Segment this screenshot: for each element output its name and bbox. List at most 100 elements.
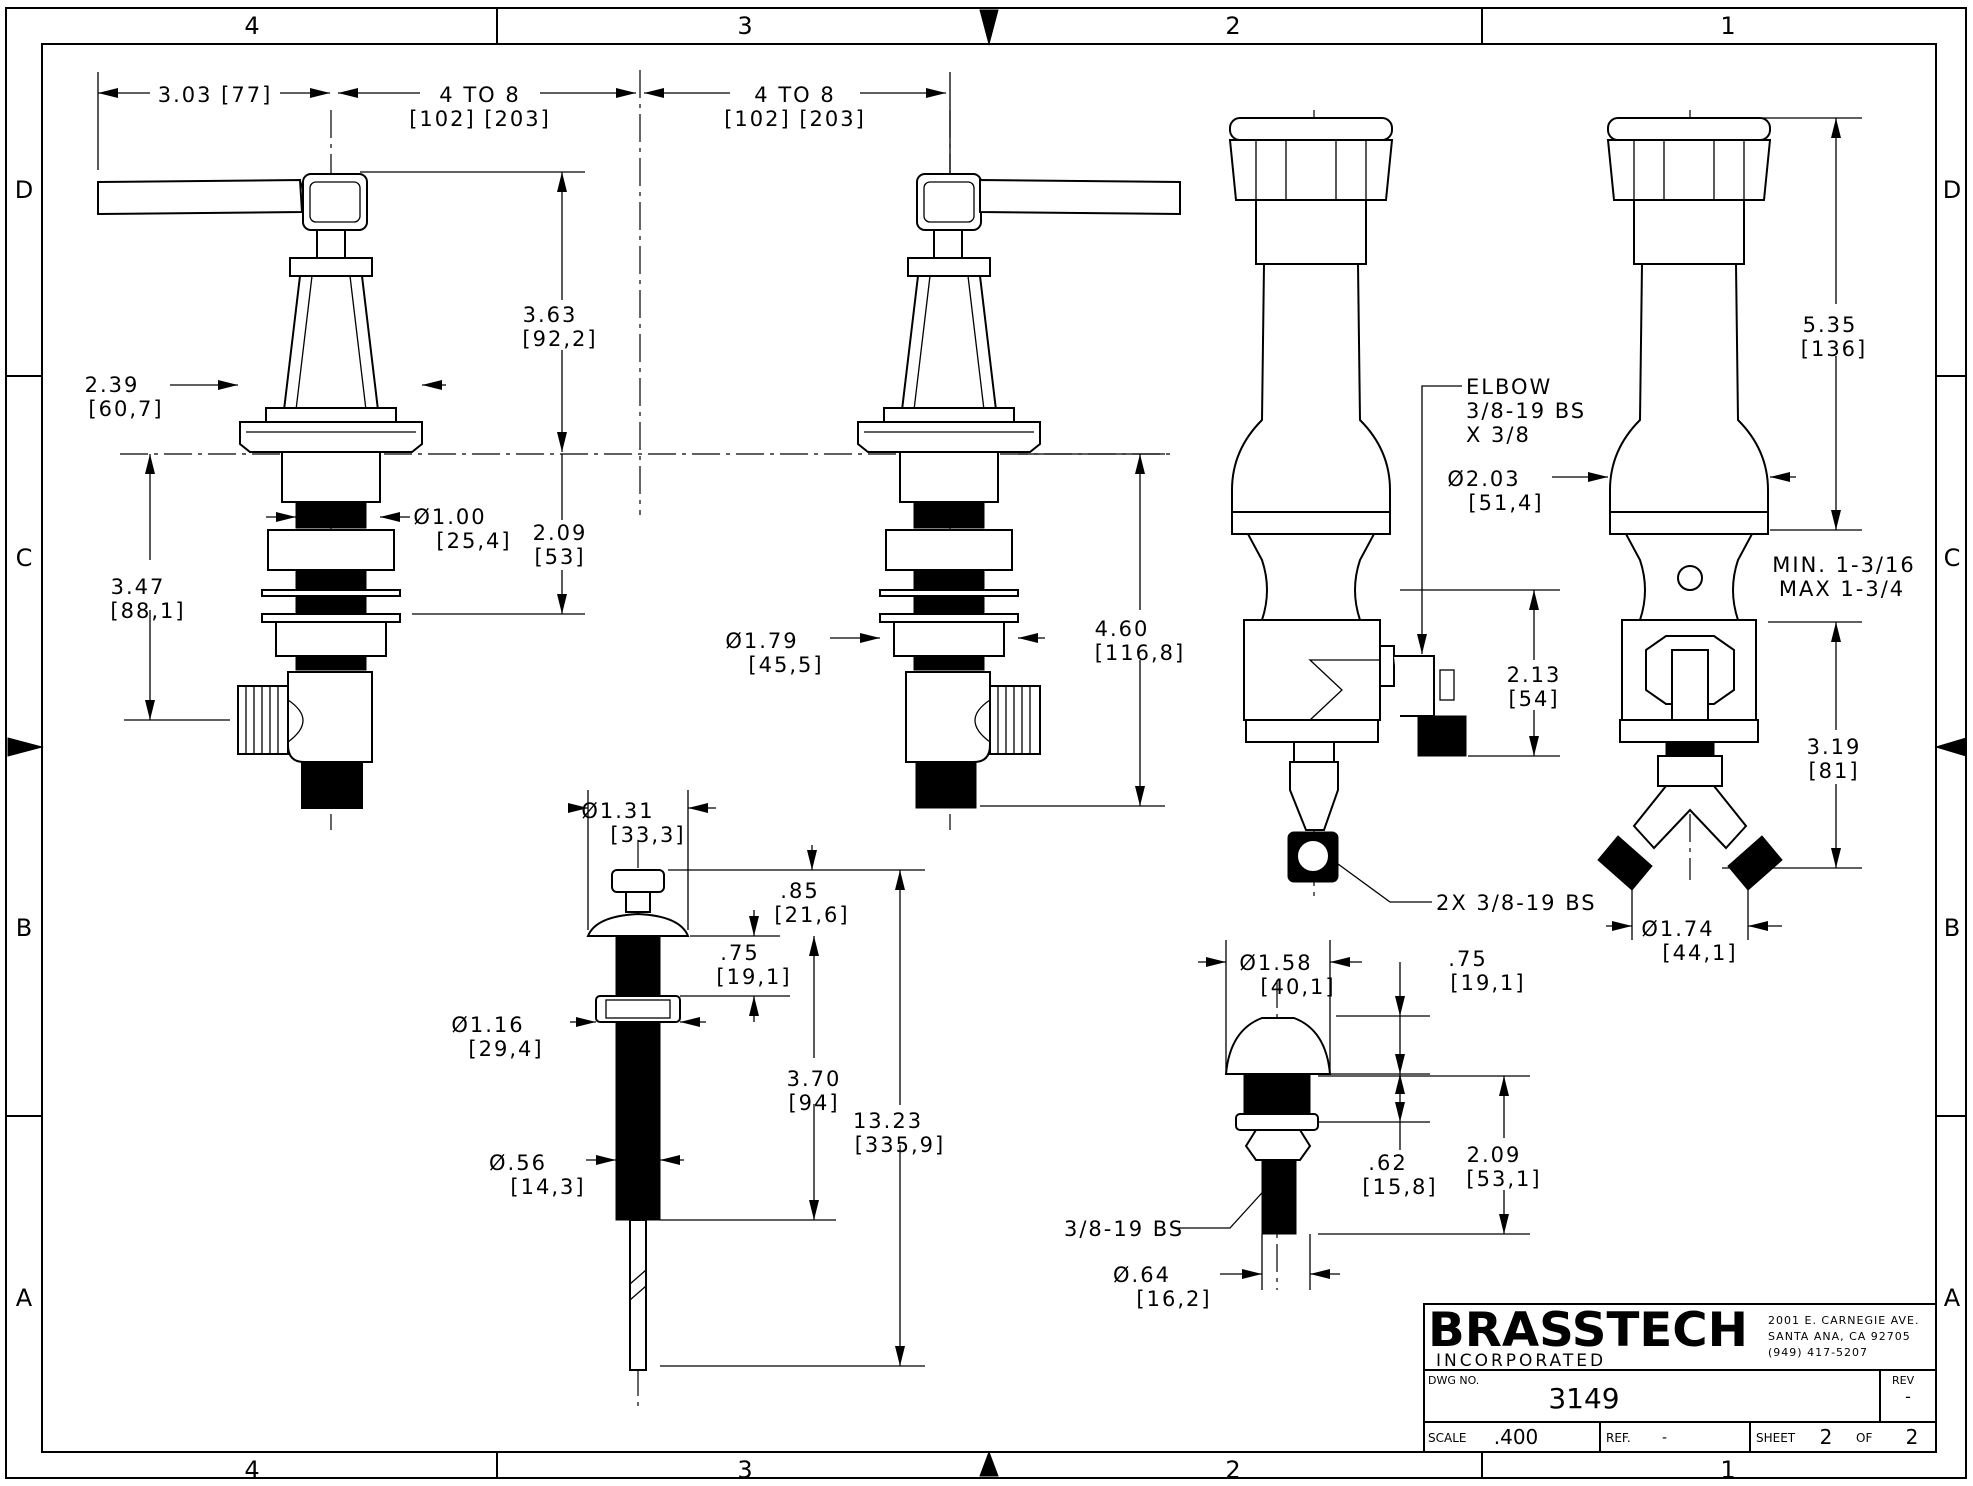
elbow-note-line-1: ELBOW (1466, 375, 1552, 399)
zone-col-3-bottom: 3 (737, 1456, 752, 1484)
of-label: OF (1856, 1431, 1872, 1445)
dim-0-75: .75 (720, 941, 759, 965)
dim-span-right: 4 TO 8 (754, 83, 835, 107)
sheet-number: 2 (1820, 1425, 1833, 1449)
dim-0-75-right: .75 (1448, 947, 1487, 971)
min-max-note-line-2: MAX 1-3/4 (1779, 577, 1905, 601)
dim-2-39: 2.39 (85, 373, 140, 397)
valve-left-view (97, 173, 423, 809)
dim-dia-2-03: Ø2.03 (1447, 467, 1520, 491)
dwg-no-label: DWG NO. (1428, 1374, 1479, 1387)
dim-13-23: 13.23 (853, 1109, 923, 1133)
dim-dia-1-31-metric: [33,3] (610, 823, 685, 847)
dim-dia-1-58: Ø1.58 (1239, 951, 1312, 975)
zone-labels: 4 3 2 1 4 3 2 1 D C B A D C B A (15, 12, 1961, 1484)
dim-dia-1-74-metric: [44,1] (1662, 941, 1737, 965)
dim-span-left: 4 TO 8 (439, 83, 520, 107)
zone-row-a-left: A (16, 1284, 33, 1312)
dim-span-left-metric: [102] [203] (409, 107, 551, 131)
company-name: BRASSTECH (1428, 1303, 1748, 1358)
bs-thread-note: 3/8-19 BS (1064, 1217, 1184, 1241)
dim-dia-1-00-metric: [25,4] (436, 529, 511, 553)
dim-3-63: 3.63 (523, 303, 578, 327)
dim-3-63-metric: [92,2] (522, 327, 597, 351)
zone-col-1-bottom: 1 (1720, 1456, 1735, 1484)
dim-dia-1-16: Ø1.16 (451, 1013, 524, 1037)
dim-0-62-metric: [15,8] (1362, 1175, 1437, 1199)
ref-value: - (1662, 1430, 1667, 1446)
dim-0-75-right-metric: [19,1] (1450, 971, 1525, 995)
zone-row-c-left: C (16, 544, 33, 572)
dim-3-19-metric: [81] (1808, 759, 1859, 783)
zone-row-d-left: D (15, 176, 33, 204)
sheet-label: SHEET (1756, 1431, 1796, 1445)
zone-row-a-right: A (1944, 1284, 1961, 1312)
dim-2-09-right-metric: [53,1] (1466, 1167, 1541, 1191)
title-block: BRASSTECH INCORPORATED 2001 E. CARNEGIE … (1423, 1303, 1937, 1453)
dim-3-03: 3.03 [77] (158, 83, 273, 107)
zone-col-2-bottom: 2 (1225, 1456, 1240, 1484)
dim-dia-1-79-metric: [45,5] (748, 653, 823, 677)
pop-up-rod-view (586, 869, 690, 1371)
dim-dia-1-31: Ø1.31 (581, 799, 654, 823)
dim-3-47-metric: [88,1] (110, 599, 185, 623)
zone-row-d-right: D (1943, 176, 1961, 204)
dim-2-13-metric: [54] (1508, 687, 1559, 711)
dim-3-70: 3.70 (787, 1067, 842, 1091)
dim-5-35-metric: [136] (1801, 337, 1867, 361)
dim-0-85: .85 (780, 879, 819, 903)
dim-dia-0-64: Ø.64 (1113, 1263, 1171, 1287)
dim-span-right-metric: [102] [203] (724, 107, 866, 131)
zone-row-b-right: B (1944, 914, 1960, 942)
diverter-side-view (1228, 117, 1467, 883)
dim-dia-1-16-metric: [29,4] (468, 1037, 543, 1061)
valve-middle-view (857, 173, 1181, 809)
dim-dia-0-56: Ø.56 (489, 1151, 547, 1175)
zone-col-4-top: 4 (244, 12, 259, 40)
elbow-note-line-3: X 3/8 (1466, 423, 1531, 447)
dim-13-23-metric: [335,9] (855, 1133, 946, 1157)
dim-dia-1-74: Ø1.74 (1641, 917, 1714, 941)
address-line-3: (949) 417-5207 (1768, 1346, 1868, 1359)
zone-col-2-top: 2 (1225, 12, 1240, 40)
zone-row-c-right: C (1944, 544, 1961, 572)
scale-value: .400 (1494, 1425, 1539, 1449)
dimension-labels: 3.03 [77] 4 TO 8 [102] [203] 4 TO 8 [102… (85, 83, 1915, 1311)
dim-2-09-right: 2.09 (1467, 1143, 1522, 1167)
diverter-front-view (1597, 117, 1783, 891)
min-max-note-line-1: MIN. 1-3/16 (1772, 553, 1915, 577)
zone-col-3-top: 3 (737, 12, 752, 40)
dim-4-60-metric: [116,8] (1095, 641, 1186, 665)
scale-label: SCALE (1428, 1431, 1466, 1445)
dim-2-09: 2.09 (533, 521, 588, 545)
address-line-2: SANTA ANA, CA 92705 (1768, 1330, 1911, 1343)
dim-dia-1-58-metric: [40,1] (1260, 975, 1335, 999)
dim-0-75-metric: [19,1] (716, 965, 791, 989)
dim-4-60: 4.60 (1095, 617, 1150, 641)
dimension-arrows (98, 88, 1841, 1366)
address-line-1: 2001 E. CARNEGIE AVE. (1768, 1314, 1919, 1327)
rev-label: REV (1892, 1374, 1915, 1387)
dim-dia-1-79: Ø1.79 (725, 629, 798, 653)
company-subtitle: INCORPORATED (1436, 1351, 1606, 1371)
flange-button-view (1224, 1017, 1332, 1235)
dim-0-85-metric: [21,6] (774, 903, 849, 927)
sheet-total: 2 (1906, 1425, 1919, 1449)
dim-dia-1-00: Ø1.00 (413, 505, 486, 529)
zone-col-1-top: 1 (1720, 12, 1735, 40)
drawing-number: 3149 (1548, 1382, 1619, 1415)
dim-dia-0-64-metric: [16,2] (1136, 1287, 1211, 1311)
dim-3-19: 3.19 (1807, 735, 1862, 759)
dim-0-62: .62 (1368, 1151, 1407, 1175)
elbow-note-line-2: 3/8-19 BS (1466, 399, 1586, 423)
dim-2-13: 2.13 (1507, 663, 1562, 687)
ref-label: REF. (1606, 1431, 1631, 1445)
dim-dia-2-03-metric: [51,4] (1468, 491, 1543, 515)
dim-2-09-metric: [53] (534, 545, 585, 569)
dim-3-70-metric: [94] (788, 1091, 839, 1115)
sheet-frame (5, 7, 1967, 1479)
zone-col-4-bottom: 4 (244, 1456, 259, 1484)
revision-value: - (1905, 1387, 1911, 1406)
dim-2x-bs-note: 2X 3/8-19 BS (1436, 891, 1597, 915)
